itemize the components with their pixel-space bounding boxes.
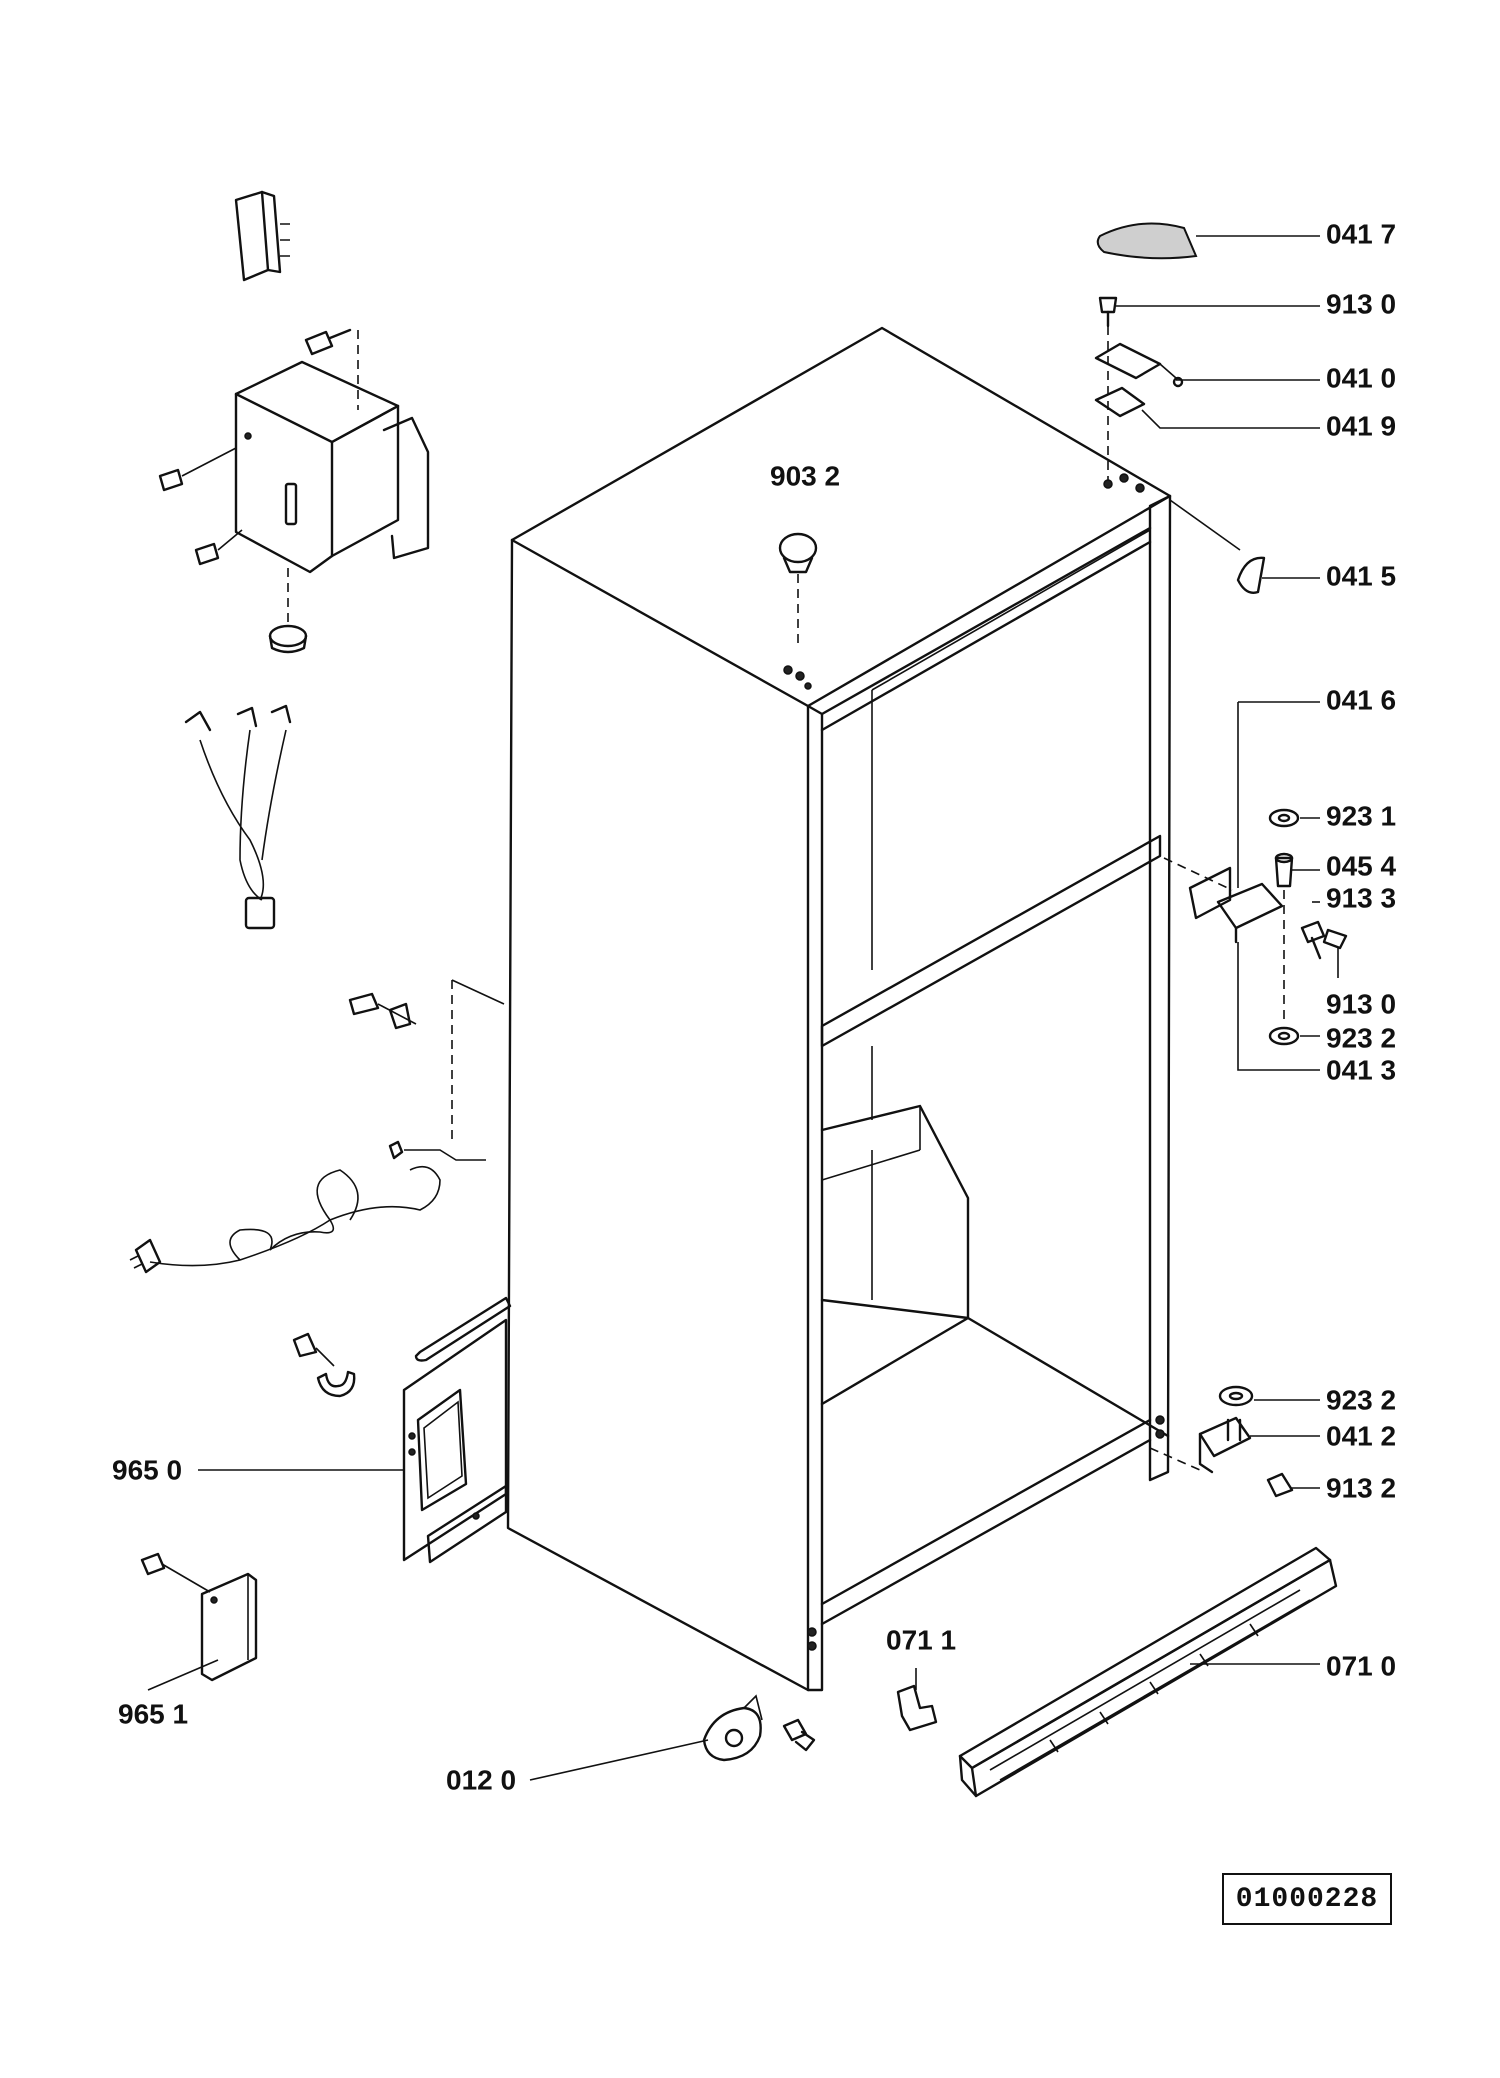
screw-913-3 — [1300, 920, 1326, 960]
callout-0410: 041 0 — [1326, 362, 1396, 393]
callout-9650: 965 0 — [112, 1454, 182, 1485]
knob-foot — [268, 624, 308, 654]
screw-965-1 — [140, 1552, 211, 1593]
hinge-screw-913-0-top — [1098, 296, 1118, 328]
bolt-near-roller — [782, 1718, 816, 1752]
rail-bracket — [414, 1296, 512, 1362]
hinge-cap-041-5 — [1236, 556, 1266, 594]
washer-923-2-bottom — [1218, 1385, 1254, 1407]
roller-012-0 — [702, 1694, 763, 1762]
screw-left-1 — [158, 447, 237, 492]
grille-071-0 — [958, 1546, 1338, 1798]
callout-0120: 012 0 — [446, 1764, 516, 1795]
callout-0419: 041 9 — [1326, 410, 1396, 441]
reference-number-box: 01000228 — [1222, 1873, 1392, 1925]
callout-0711: 071 1 — [886, 1624, 956, 1655]
callout-0454: 045 4 — [1326, 850, 1396, 881]
screw-913-2 — [1266, 1472, 1294, 1498]
pin-045-4 — [1274, 852, 1294, 888]
callout-0413: 041 3 — [1326, 1054, 1396, 1085]
callout-9130-top: 913 0 — [1326, 288, 1396, 319]
plug-903-2 — [778, 532, 818, 574]
cover-plate-965-0 — [402, 1318, 508, 1564]
cover-965-1 — [200, 1572, 258, 1682]
callout-0710: 071 0 — [1326, 1650, 1396, 1681]
callout-labels: 041 7 913 0 041 0 041 9 903 2 041 5 041 … — [112, 218, 1396, 1795]
clip-071-1 — [896, 1684, 938, 1732]
callout-9032: 903 2 — [770, 460, 840, 491]
callout-0412: 041 2 — [1326, 1420, 1396, 1451]
middle-hinge-041-6 — [1188, 866, 1284, 944]
clamp — [292, 1332, 356, 1398]
wiring-harness — [184, 704, 292, 930]
power-cord — [129, 979, 505, 1274]
callout-9231: 923 1 — [1326, 800, 1396, 831]
callout-9651: 965 1 — [118, 1698, 188, 1729]
relay-block — [234, 190, 290, 282]
control-box — [234, 360, 430, 574]
callout-0417: 041 7 — [1326, 218, 1396, 249]
cabinet-body — [506, 326, 1172, 1692]
callout-9232-bottom: 923 2 — [1326, 1384, 1396, 1415]
washer-923-1 — [1268, 808, 1300, 828]
leader-lines — [147, 235, 1339, 1781]
hinge-cover-041-7 — [1096, 222, 1198, 260]
callout-9232-mid: 923 2 — [1326, 1022, 1396, 1053]
bottom-hinge-041-2 — [1198, 1416, 1252, 1474]
callout-9132: 913 2 — [1326, 1472, 1396, 1503]
screw-913-0-mid — [1322, 928, 1348, 950]
hinge-plate-041-0 — [1094, 342, 1184, 388]
callout-9133: 913 3 — [1326, 882, 1396, 913]
callout-9130-mid: 913 0 — [1326, 988, 1396, 1019]
washer-923-2-mid — [1268, 1026, 1300, 1046]
hinge-shim-041-9 — [1094, 386, 1146, 418]
callout-0416: 041 6 — [1326, 684, 1396, 715]
screw-left-2 — [194, 529, 243, 566]
screw-top-left — [304, 328, 352, 356]
callout-0415: 041 5 — [1326, 560, 1396, 591]
